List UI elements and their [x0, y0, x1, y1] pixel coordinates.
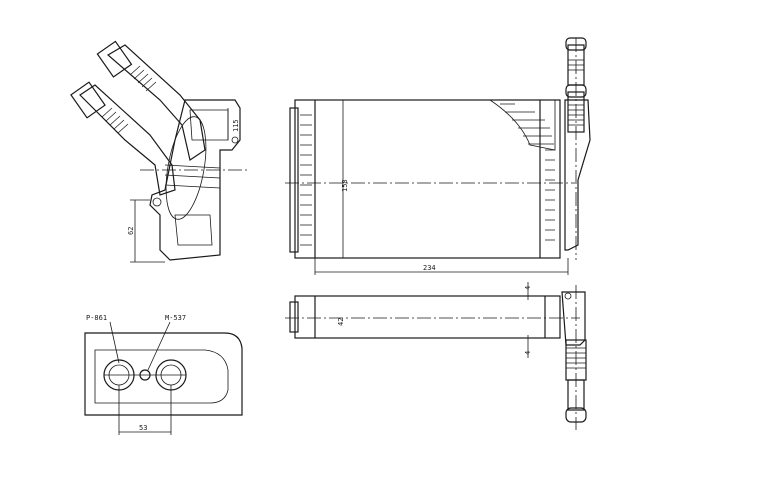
- label-right-port: M-537: [165, 314, 186, 322]
- dim-core-depth: 42: [337, 318, 345, 326]
- dim-core-height: 158: [341, 179, 349, 192]
- left-tank-ribs: [300, 114, 312, 246]
- flange-view: P-861 M-537 53: [84, 314, 243, 435]
- side-view: 62 115: [70, 40, 250, 263]
- label-left-port: P-861: [86, 314, 107, 322]
- dim-pipe-spacing: 53: [139, 424, 147, 432]
- dim-core-width: 234: [423, 264, 436, 272]
- dim-bracket-height: 62: [127, 227, 135, 235]
- dim-offset-bottom: 4: [524, 351, 532, 355]
- dim-flange-depth: 115: [232, 119, 240, 132]
- top-view: 42 4 4: [285, 282, 587, 430]
- dim-offset-top: 4: [524, 286, 532, 290]
- front-view: 158 234: [285, 37, 591, 275]
